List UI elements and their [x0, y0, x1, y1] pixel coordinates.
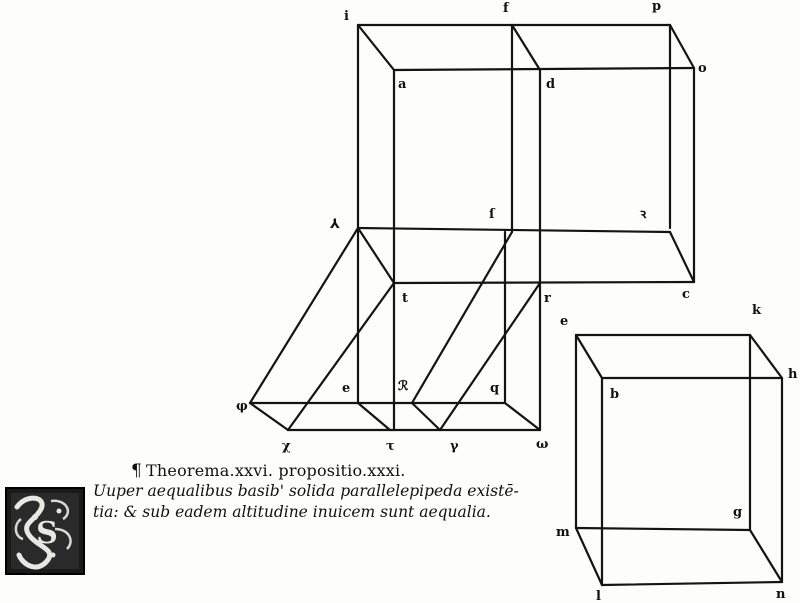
label-p: p [652, 0, 661, 14]
label-m: m [556, 525, 570, 540]
slanted-solids [248, 226, 542, 432]
right-solid [574, 333, 784, 587]
label-f: f [503, 1, 510, 16]
initial-letter: S [36, 516, 58, 551]
label-chi: χ [282, 439, 291, 454]
label-d: d [546, 77, 555, 92]
label-k: k [752, 303, 762, 318]
label-rhox: ℛ [398, 379, 409, 394]
pilcrow-icon: ¶ [131, 461, 143, 481]
label-e-right: e [560, 314, 568, 329]
proposition-heading: ¶Theorema.xxvi. propositio.xxxi. [131, 461, 533, 481]
heading-text: Theorema.xxvi. propositio.xxxi. [146, 461, 406, 480]
label-l: l [596, 589, 601, 603]
label-o: o [698, 61, 707, 76]
label-e-left: e [342, 381, 350, 396]
label-tau: τ [386, 439, 395, 454]
label-b: b [610, 387, 619, 402]
label-omega: ω [536, 437, 548, 452]
label-g: g [733, 505, 742, 520]
label-t: t [402, 291, 408, 306]
label-lambda: ⅄ [330, 217, 340, 232]
label-psi: γ [450, 439, 459, 454]
label-phi: φ [236, 399, 248, 414]
label-s: ſ [489, 207, 496, 222]
label-a: a [398, 77, 407, 92]
label-c: c [682, 287, 690, 302]
proposition-line-2: tia: & sub eadem altitudine inuicem sunt… [93, 503, 491, 521]
label-q: q [490, 381, 499, 396]
label-h: h [788, 367, 798, 382]
decorated-initial-icon: S [5, 487, 85, 575]
label-n: n [776, 587, 786, 602]
label-r: r [544, 291, 551, 306]
proposition-line-1: Uuper aequalibus basib' solida parallele… [93, 482, 519, 500]
label-r-top: ꝛ [639, 207, 647, 222]
label-i: i [344, 9, 349, 24]
upper-solid [356, 23, 696, 432]
proposition-caption: ¶Theorema.xxvi. propositio.xxxi. Uuper a… [93, 461, 533, 523]
